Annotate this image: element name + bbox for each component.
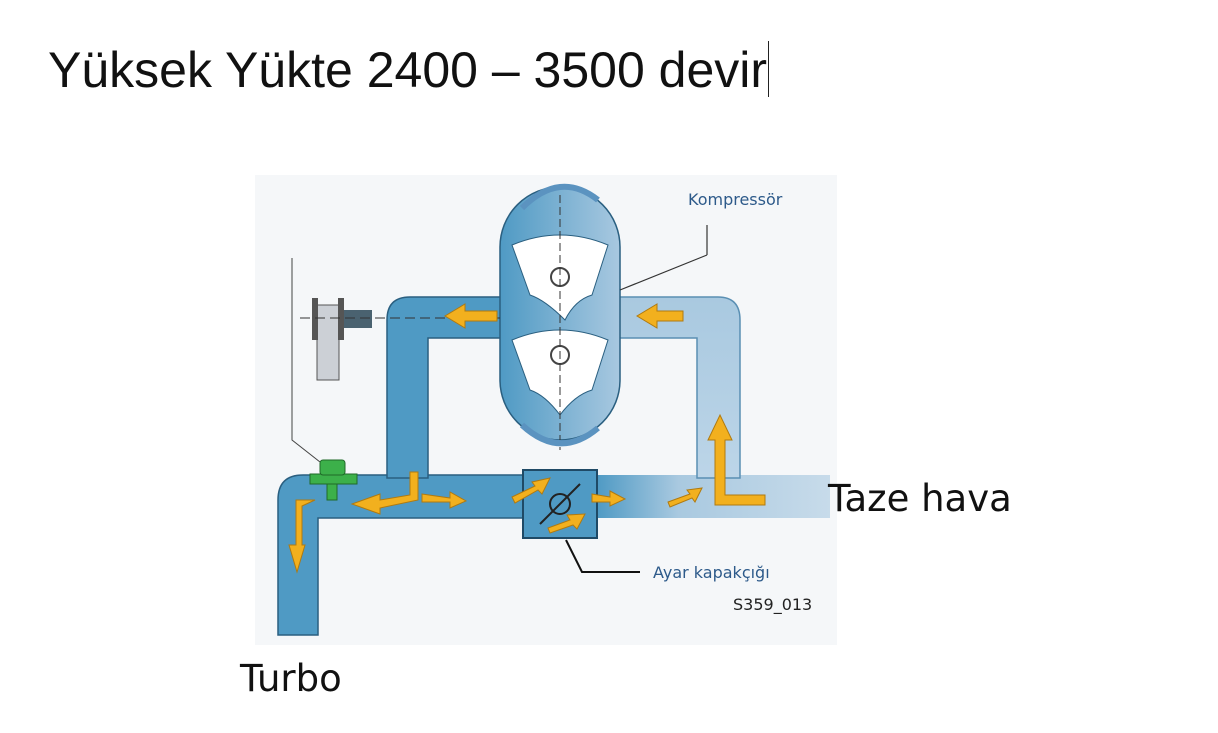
compressor-outlet-pipe — [386, 296, 506, 479]
valve-leader-line — [565, 539, 640, 573]
turbo-label: Turbo — [240, 657, 342, 700]
rotor-lower — [511, 329, 609, 416]
compressor-inlet-pipe — [614, 296, 741, 479]
airflow-arrows — [288, 303, 766, 574]
rotation-arrow-bottom — [519, 422, 600, 447]
compressor-label: Kompressör — [688, 190, 783, 209]
rotor-upper — [511, 234, 609, 321]
slide-title-text: Yüksek Yükte 2400 – 3500 devir — [48, 42, 768, 98]
slide-title[interactable]: Yüksek Yükte 2400 – 3500 devir — [48, 40, 770, 100]
compressor-leader-line — [619, 254, 708, 291]
valve-label: Ayar kapakçığı — [653, 563, 770, 582]
fresh-air-label: Taze hava — [828, 477, 1012, 520]
rotation-arrow-top — [519, 183, 600, 211]
fresh-air-pipe — [597, 475, 830, 518]
drive-shaft — [344, 310, 372, 328]
turbo-outlet-pipe — [277, 474, 531, 636]
figure-code: S359_013 — [733, 595, 813, 614]
text-cursor — [768, 41, 770, 97]
pulley — [316, 304, 340, 381]
